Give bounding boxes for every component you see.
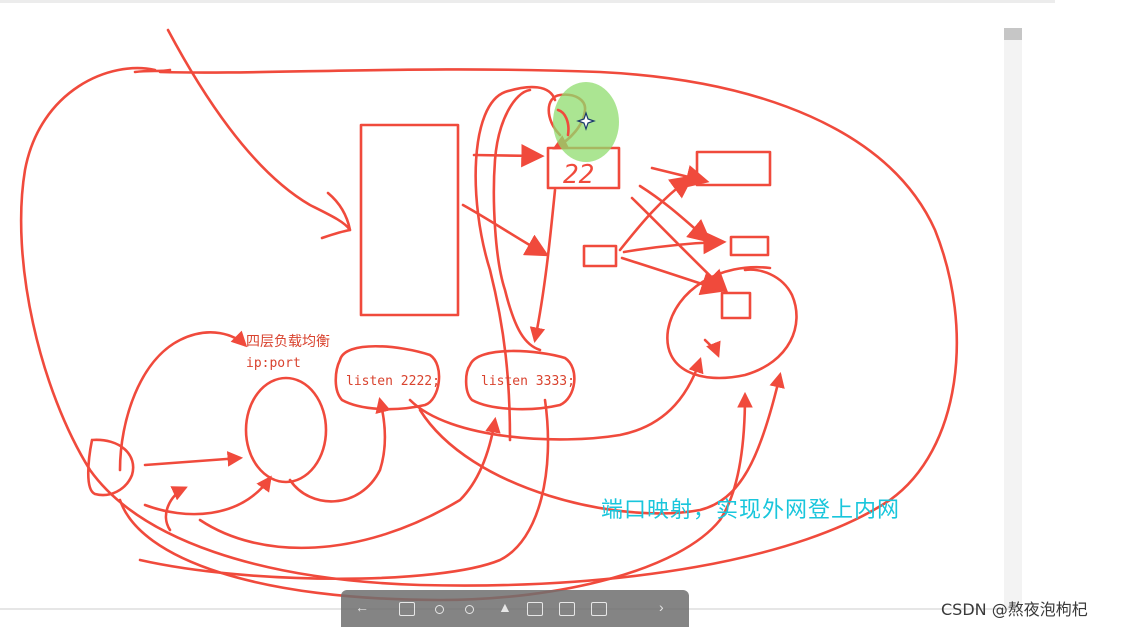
toolbar-copy-icon[interactable] (559, 602, 575, 616)
arrow-to-circle (703, 338, 721, 358)
listen-3333-text: listen 3333; (481, 374, 575, 389)
descending-arrow-stroke (166, 28, 352, 240)
arrow-client-to-l4 (143, 451, 244, 467)
arrow-bottom-back (164, 486, 188, 532)
arrow-fwd-to-mid-box (622, 230, 727, 255)
top-left-start-stroke (133, 68, 172, 74)
arrow-down-to-listen3333 (529, 188, 557, 344)
outer-loop-stroke (19, 66, 959, 587)
toolbar-rect-icon[interactable] (399, 602, 415, 616)
scrollbar-thumb[interactable] (1004, 28, 1022, 40)
target-box-top (695, 150, 772, 187)
target-box-middle (729, 235, 770, 257)
port-22-label: 22 (563, 160, 594, 190)
arrow-l4-to-listen3333 (198, 416, 501, 550)
arrow-22-fan-inner (630, 196, 729, 294)
arrow-fwd-to-top-box (618, 175, 694, 252)
cursor-move-icon (576, 111, 596, 131)
target-box-inner (720, 291, 752, 320)
arrow-22-fan-mid (638, 184, 712, 243)
listen3333-bubble (464, 349, 576, 411)
toolbar-pen-icon[interactable]: ▲ (498, 599, 512, 615)
client-blob-stroke (86, 438, 135, 497)
arrow-listen2222-to-circle (408, 357, 704, 441)
caption-text: 端口映射，实现外网登上内网 (601, 498, 901, 523)
toolbar-arrow-right-icon[interactable]: › (659, 599, 664, 615)
arrow-22-fan-top (650, 165, 710, 188)
toolbar-save-icon[interactable] (527, 602, 543, 616)
toolbar-close-icon[interactable] (591, 602, 607, 616)
arrow-listen3333-to-right (138, 398, 550, 581)
watermark: CSDN @熬夜泡枸杞 (941, 600, 1088, 619)
arrow-client-up-l4 (143, 475, 272, 516)
vertical-scrollbar[interactable] (1004, 28, 1022, 608)
arrow-to-l4-label (118, 330, 248, 472)
arrow-main-to-22 (472, 144, 545, 168)
annotation-toolbar: ← ▲ › (341, 590, 689, 627)
loop-a-stroke (474, 85, 557, 442)
intranet-circle-stroke (666, 265, 798, 380)
main-server-box (359, 123, 460, 317)
arrow-l4-to-listen2222 (288, 396, 391, 503)
arrow-main-to-listen (461, 203, 550, 257)
forward-box-small (582, 244, 618, 268)
toolbar-circle-icon[interactable] (465, 605, 474, 614)
l4-balancer-ellipse (244, 376, 328, 484)
arrow-listen-to-right (418, 371, 785, 515)
loop-c-stroke (492, 88, 542, 352)
l4-label-ipport: ip:port (246, 356, 301, 371)
listen2222-bubble (334, 345, 441, 411)
arrow-fwd-to-inner-box (620, 256, 725, 296)
listen-2222-text: listen 2222; (346, 374, 440, 389)
toolbar-circle-icon[interactable] (435, 605, 444, 614)
top-border (0, 0, 1055, 3)
l4-label-cn: 四层负载均衡 (246, 334, 330, 350)
highlight-red-tick (556, 108, 570, 137)
toolbar-arrow-left-icon[interactable]: ← (355, 599, 369, 615)
